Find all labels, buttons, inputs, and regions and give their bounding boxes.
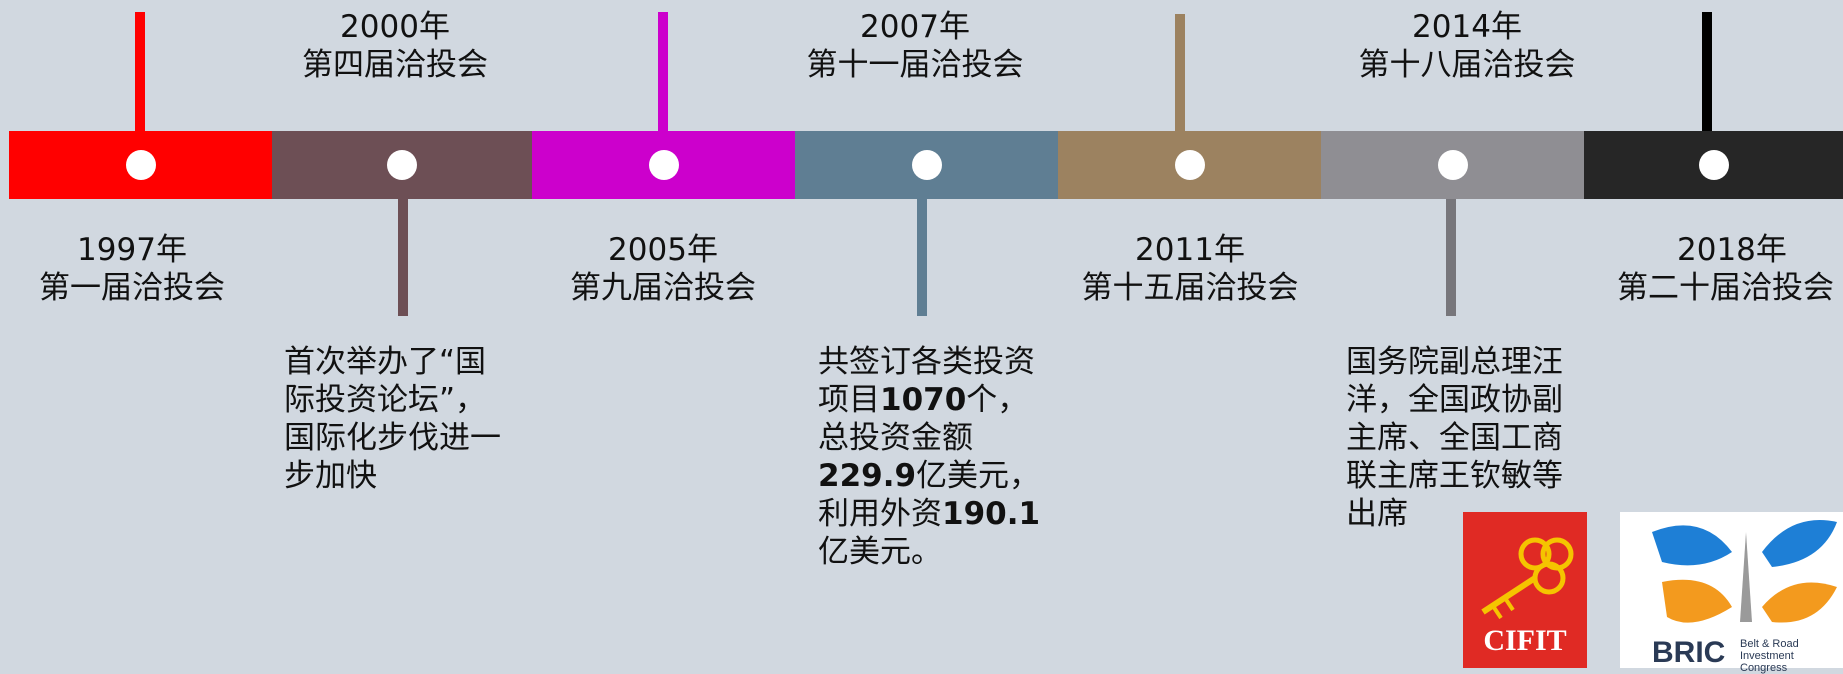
bric-subtitle: Belt & Road Investment Congress — [1740, 638, 1799, 674]
segment-2000 — [272, 131, 532, 199]
dot-2007 — [911, 150, 942, 180]
segment-1997 — [9, 131, 272, 199]
year-2014: 2014年 — [1412, 9, 1522, 45]
bric-logo: BRIC Belt & Road Investment Congress — [1622, 512, 1843, 674]
title-2014: 第十八届洽投会 — [1358, 47, 1576, 83]
stem-2007 — [917, 199, 927, 316]
note-2000: 首次举办了“国 际投资论坛”， 国际化步伐进一 步加快 — [284, 344, 501, 494]
year-2018: 2018年 — [1677, 232, 1787, 268]
logo-divider — [1620, 512, 1622, 668]
cifit-logo: CIFIT — [1463, 512, 1587, 668]
title-2000: 第四届洽投会 — [302, 47, 488, 83]
stem-2014 — [1446, 199, 1456, 316]
segment-2005 — [532, 131, 795, 199]
segment-2007 — [795, 131, 1058, 199]
label-2018: 2018年 第二十届洽投会 — [1617, 231, 1843, 307]
label-2000: 2000年 第四届洽投会 — [295, 8, 495, 84]
note-2007: 共签订各类投资 项目1070个， 总投资金额 229.9亿美元， 利用外资190… — [818, 344, 1041, 570]
segment-2018 — [1584, 131, 1843, 199]
stem-2000 — [398, 199, 408, 316]
year-2005: 2005年 — [608, 232, 718, 268]
dot-1997 — [125, 150, 156, 180]
label-1997: 1997年 第一届洽投会 — [27, 231, 237, 307]
dot-2011 — [1174, 150, 1205, 180]
bird-icon — [1652, 520, 1837, 623]
dot-2014 — [1437, 150, 1468, 180]
stem-2005 — [658, 12, 668, 131]
title-2018: 第二十届洽投会 — [1617, 270, 1834, 306]
label-2014: 2014年 第十八届洽投会 — [1347, 8, 1587, 84]
title-1997: 第一届洽投会 — [39, 270, 225, 306]
dot-2018 — [1698, 150, 1729, 180]
cifit-wordmark: CIFIT — [1483, 624, 1567, 657]
stem-1997 — [135, 12, 145, 131]
label-2005: 2005年 第九届洽投会 — [558, 231, 768, 307]
segment-2014 — [1321, 131, 1584, 199]
bric-wordmark: BRIC — [1652, 636, 1726, 669]
year-2011: 2011年 — [1135, 232, 1245, 268]
dot-2005 — [648, 150, 679, 180]
stem-2011 — [1175, 14, 1185, 131]
title-2007: 第十一届洽投会 — [806, 47, 1024, 83]
key-icon — [1481, 537, 1574, 620]
title-2005: 第九届洽投会 — [570, 270, 756, 306]
dot-2000 — [387, 150, 417, 180]
title-2011: 第十五届洽投会 — [1081, 270, 1299, 306]
note-2014: 国务院副总理汪 洋，全国政协副 主席、全国工商 联主席王钦敏等 出席 — [1346, 344, 1563, 532]
label-2011: 2011年 第十五届洽投会 — [1070, 231, 1310, 307]
segment-2011 — [1058, 131, 1321, 199]
stem-2018 — [1702, 12, 1712, 131]
year-2007: 2007年 — [860, 9, 970, 45]
label-2007: 2007年 第十一届洽投会 — [795, 8, 1035, 84]
year-2000: 2000年 — [340, 9, 450, 45]
year-1997: 1997年 — [77, 232, 187, 268]
